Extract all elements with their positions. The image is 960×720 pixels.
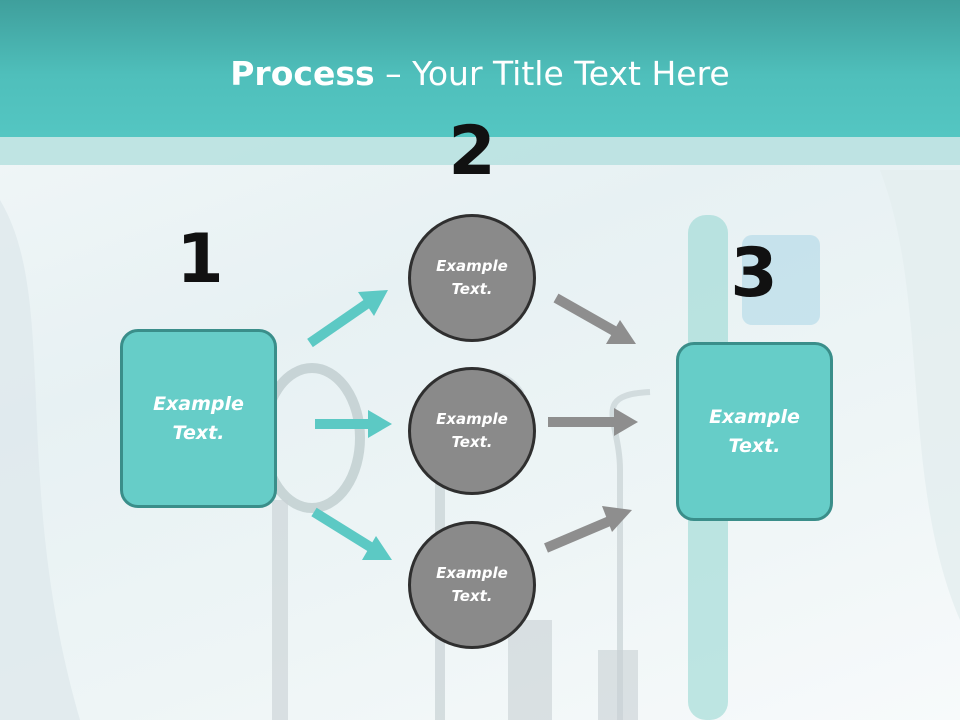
arrow-to-bottom-circle (311, 507, 392, 560)
mirror-shaft (272, 500, 288, 720)
step-number-2: 2 (448, 112, 496, 191)
fabric-fold (880, 170, 960, 620)
arrow-bottom-to-right-box (544, 506, 632, 553)
instrument-handle (508, 620, 552, 720)
title-bar-strip (0, 137, 960, 165)
circle-middle: Example Text. (408, 367, 536, 495)
step-number-1: 1 (176, 220, 224, 299)
arrow-to-top-circle (307, 290, 388, 348)
left-box: Example Text. (120, 329, 277, 508)
arrow-top-to-right-box (553, 293, 636, 344)
arrow-to-middle-circle (315, 410, 392, 438)
slide-title: Process – Your Title Text Here (0, 50, 960, 98)
step-number-3: 3 (730, 234, 778, 313)
arrow-middle-to-right-box (548, 408, 638, 436)
toothbrush-bristles (742, 235, 820, 325)
circle-bottom: Example Text. (408, 521, 536, 649)
title-bold: Process (230, 54, 375, 93)
title-rest: – Your Title Text Here (374, 54, 730, 93)
right-box: Example Text. (676, 342, 833, 521)
fabric-fold (0, 200, 80, 720)
explorer-hook (609, 389, 651, 720)
title-bar (0, 0, 960, 137)
circle-top: Example Text. (408, 214, 536, 342)
instrument-handle (598, 650, 638, 720)
